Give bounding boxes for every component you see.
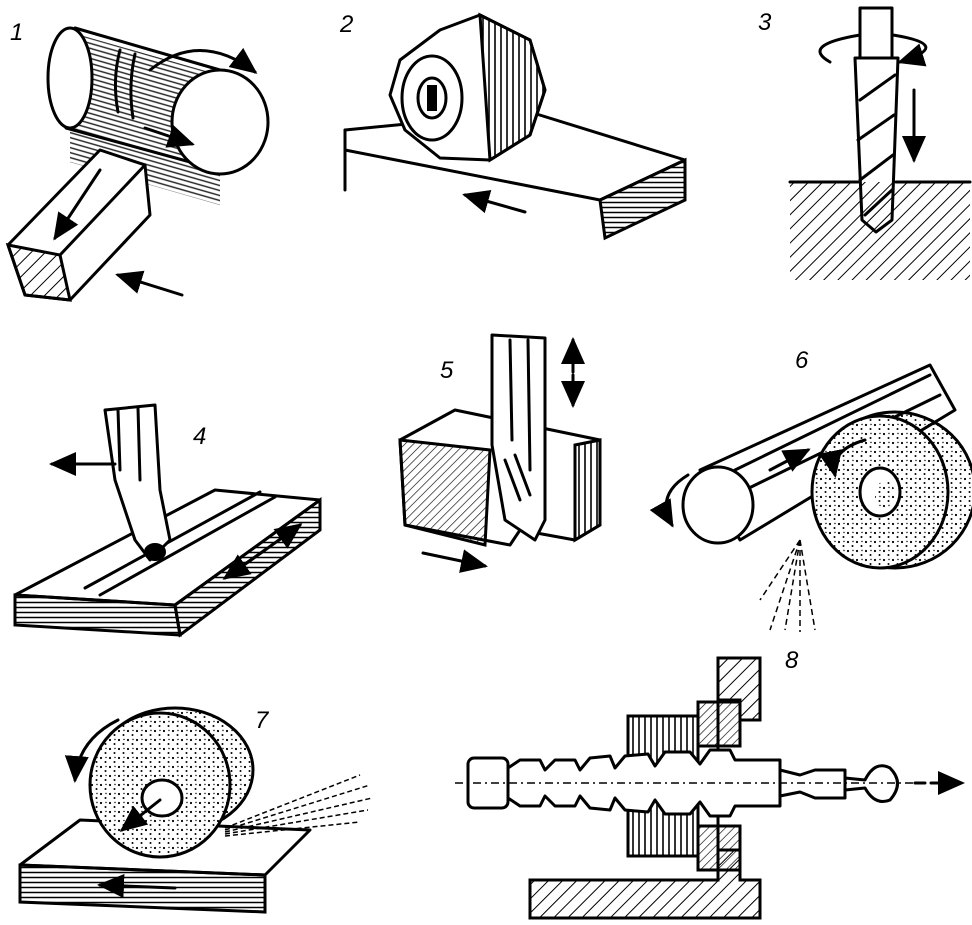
wheel-rotation-arrow-6 <box>818 438 867 478</box>
feed-arrow-6 <box>768 448 811 472</box>
panel-8-broaching: 8 <box>455 647 965 920</box>
panel-3-drilling: 3 <box>758 6 972 280</box>
feed-arrow-5 <box>421 549 488 573</box>
workpiece-section-3 <box>790 182 970 280</box>
panel-number-4: 4 <box>193 423 206 450</box>
panel-number-7: 7 <box>255 707 270 734</box>
cutting-tool-1 <box>5 148 152 302</box>
rotation-arrow-7 <box>64 718 120 783</box>
sparks-6 <box>759 539 816 632</box>
panel-number-6: 6 <box>795 347 809 374</box>
panel-number-3: 3 <box>758 9 772 36</box>
panel-4-planing: 4 <box>13 403 322 638</box>
sparks-7 <box>224 774 373 837</box>
feed-arrow-2 <box>462 189 527 214</box>
milling-cutter <box>388 12 547 163</box>
feed-arrow-1 <box>143 124 195 148</box>
drill-chuck <box>858 6 894 60</box>
feed-arrow-7 <box>97 873 177 898</box>
grinding-wheel-6 <box>810 410 972 570</box>
workpiece-plate-4 <box>13 488 322 638</box>
rotation-arrow-1 <box>148 47 258 74</box>
tool-feed-arrow-1 <box>53 168 102 241</box>
panel-2-milling: 2 <box>339 11 687 241</box>
panel-number-1: 1 <box>10 19 23 46</box>
workpiece-block-5 <box>398 408 602 547</box>
panel-6-cylindrical-grinding: 6 <box>649 347 972 632</box>
slotting-tool <box>490 333 547 542</box>
panel-number-2: 2 <box>339 11 353 38</box>
panel-number-5: 5 <box>440 357 454 384</box>
tool-arrow-bottom-1 <box>115 270 184 297</box>
radial-arrow-7 <box>119 798 162 832</box>
panel-5-slotting: 5 <box>398 333 602 573</box>
panel-7-surface-grinding: 7 <box>18 706 373 914</box>
panel-number-8: 8 <box>785 647 799 674</box>
planing-tool <box>103 403 172 562</box>
panel-1-turning: 1 <box>5 19 270 302</box>
rotation-arrow-6 <box>649 473 690 528</box>
rotation-arrow-3 <box>818 33 926 62</box>
